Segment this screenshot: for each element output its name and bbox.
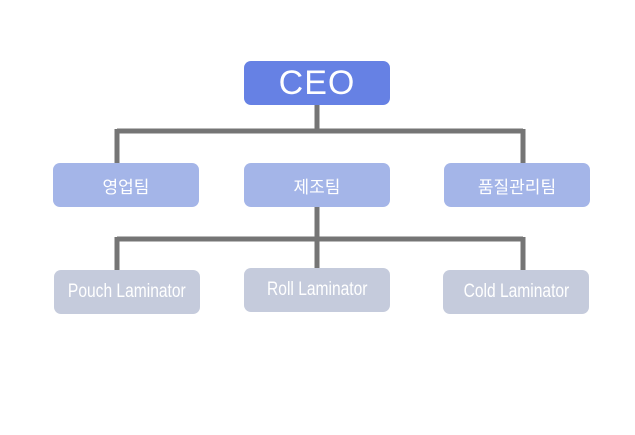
team-node-quality: 품질관리팀 (444, 163, 590, 207)
product-label: Cold Laminator (463, 281, 569, 302)
product-node-pouch-laminator: Pouch Laminator (54, 270, 200, 314)
product-label: Roll Laminator (266, 279, 368, 300)
ceo-node: CEO (244, 61, 390, 105)
team-node-manufacturing: 제조팀 (244, 163, 390, 207)
product-label: Pouch Laminator (68, 281, 186, 302)
product-node-roll-laminator: Roll Laminator (244, 268, 390, 312)
team-node-sales: 영업팀 (53, 163, 199, 207)
product-node-cold-laminator: Cold Laminator (443, 270, 589, 314)
